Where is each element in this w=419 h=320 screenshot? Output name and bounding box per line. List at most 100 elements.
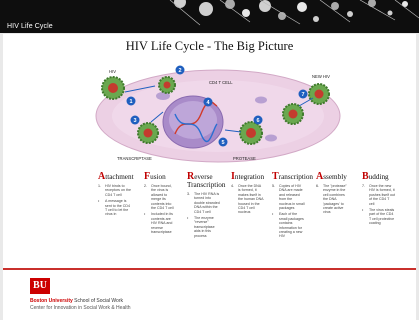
step-bullet-marker: 7. [362, 184, 365, 188]
step-bullet: •Included in its contents are HIV RNA an… [144, 212, 177, 234]
step-bullet-marker: 4. [231, 184, 234, 188]
step-number: 6 [256, 118, 259, 124]
hiv-virus-icon [239, 121, 263, 145]
step-bullet-marker: 3. [187, 192, 190, 196]
step-heading: Attachment [98, 171, 134, 182]
step-bullet-marker: • [187, 216, 189, 221]
step-bullet-marker: • [272, 212, 274, 217]
step-bullet: • The enzyme "reverse" transcriptase aids… [187, 216, 225, 238]
step-bullet-text: The HIV RNA is turned into double strand… [194, 192, 220, 214]
step-bullet-text: Once bound, the virus is allowed to merg… [151, 184, 174, 211]
decorative-lines [169, 0, 419, 26]
org-name-bold: Boston University [30, 298, 73, 304]
step-number-badge-icon: 6 [253, 115, 263, 125]
hiv-lifecycle-diagram: 1 2 3 4 5 6 7 [95, 65, 341, 163]
step-number: 4 [206, 100, 210, 106]
step-column: Assembly 6. The "protease" enzyme in the c… [316, 171, 349, 217]
step-bullet: 4.Once the DNA is formed, it makes itsel… [231, 184, 264, 215]
step-number-badge-icon: 4 [203, 97, 213, 107]
step-heading: Fusion [144, 171, 177, 182]
hiv-virus-icon [308, 83, 330, 105]
step-heading-rest: ntegration [234, 173, 265, 181]
step-bullet-text: The enzyme "reverse" transcriptase aids … [194, 216, 215, 238]
step-bullet: 7. Once the new HIV is formed, it pushes … [362, 184, 395, 206]
step-bullet-text: Once the new HIV is formed, it pushes it… [369, 184, 395, 206]
step-heading-initial: A [316, 171, 324, 182]
step-bullet: 1. HIV binds to receptors on the CD4 T ce… [98, 184, 134, 197]
step-bullet-marker: • [362, 208, 364, 213]
step-number-badge-icon: 2 [175, 65, 185, 75]
decorative-dots [174, 0, 408, 22]
step-heading-initial: F [144, 171, 151, 182]
hiv-virus-icon [158, 76, 176, 94]
step-heading: Transcription [272, 171, 314, 182]
step-heading-rest: everse [194, 173, 213, 181]
step-bullet-text: Copies of HIV DNA are made and released … [279, 184, 305, 211]
step-heading: Budding [362, 171, 395, 182]
step-body: 6. The "protease" enzyme in the cell comb… [316, 184, 349, 215]
hiv-virus-icon [101, 76, 125, 100]
step-bullet-marker: 1. [98, 184, 101, 188]
step-heading-rest: udding [368, 173, 389, 181]
footer-divider [3, 268, 416, 270]
step-number: 1 [129, 99, 132, 105]
step-body: 4.Once the DNA is formed, it makes itsel… [231, 184, 264, 215]
label-transcriptase: TRANSCRIPTASE [117, 156, 152, 161]
label-hiv: HIV [109, 69, 116, 74]
step-bullet-text: A message is sent to the CD4 T cell to l… [105, 199, 130, 217]
step-bullet: • The virus steals part of the CD4 T cell… [362, 208, 395, 226]
step-bullet-marker: 2. [144, 184, 147, 188]
org-name: Boston University School of Social Work [30, 298, 123, 304]
step-number-badge-icon: 7 [298, 89, 308, 99]
org-name-rest: School of Social Work [72, 298, 124, 304]
step-bullet-marker: 5. [272, 184, 275, 188]
slide-title: HIV Life Cycle - The Big Picture [125, 39, 294, 53]
step-column: Attachment 1. HIV binds to receptors on th… [98, 171, 134, 219]
step-bullet-text: HIV binds to receptors on the CD4 T cell [105, 184, 131, 197]
step-body: 3. The HIV RNA is turned into double stra… [187, 192, 225, 238]
step-number-badges: 1 2 3 4 5 6 7 [126, 65, 308, 147]
step-heading-initial: B [362, 171, 369, 182]
step-heading-initial: I [231, 171, 235, 182]
step-bullet-marker: 6. [316, 184, 319, 188]
step-number: 5 [221, 140, 224, 146]
label-new-hiv: NEW HIV [312, 74, 330, 79]
step-heading-initial: R [187, 171, 195, 182]
step-heading-rest: ttachment [105, 173, 134, 181]
step-bullet-text: The virus steals part of the CD4 T cell … [369, 208, 395, 226]
step-heading-initial: A [98, 171, 106, 182]
bu-logo: BU [30, 278, 50, 294]
step-bullet-text: Included in its contents are HIV RNA and… [151, 212, 173, 235]
step-number-badge-icon: 3 [130, 115, 140, 125]
step-bullet: •Each of the small packages contains inf… [272, 212, 313, 238]
step-number-badge-icon: 5 [218, 137, 228, 147]
step-bullet: 5. Copies of HIV DNA are made and release… [272, 184, 313, 210]
flow-arrows [124, 85, 314, 133]
step-number: 7 [301, 92, 304, 98]
step-body: 5. Copies of HIV DNA are made and release… [272, 184, 313, 239]
label-protease: PROTEASE [233, 156, 256, 161]
step-bullet-marker: • [98, 199, 100, 204]
step-bullet-text: The "protease" enzyme in the cell combin… [323, 184, 347, 215]
step-heading: Assembly [316, 171, 349, 182]
step-bullet: 6. The "protease" enzyme in the cell comb… [316, 184, 349, 215]
step-heading-initial: T [272, 171, 279, 182]
step-bullet: • A message is sent to the CD4 T cell to … [98, 199, 134, 217]
step-body: 1. HIV binds to receptors on the CD4 T ce… [98, 184, 134, 217]
step-body: 2. Once bound, the virus is allowed to me… [144, 184, 177, 234]
step-heading-rest: usion [150, 173, 166, 181]
window-title: HIV Life Cycle [7, 23, 53, 30]
titlebar-decoration [169, 0, 419, 26]
slide: HIV Life Cycle - The Big Picture [3, 34, 416, 320]
step-bullet: 3. The HIV RNA is turned into double stra… [187, 192, 225, 214]
dna-helix-icon [174, 101, 218, 143]
window-titlebar: HIV Life Cycle [0, 0, 419, 33]
step-heading-rest: ranscription [278, 173, 314, 181]
step-heading-rest: ssembly [323, 173, 347, 181]
step-heading: Integration [231, 171, 265, 182]
lifecycle-steps: Attachment 1. HIV binds to receptors on th… [98, 171, 408, 277]
